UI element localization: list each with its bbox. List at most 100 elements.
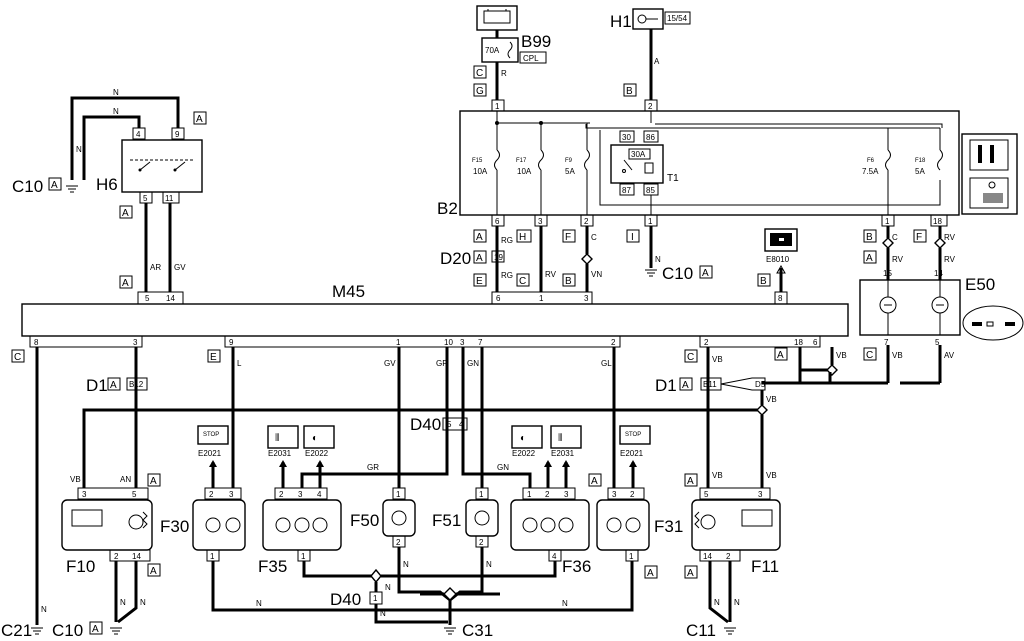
c11-label: C11 [686,621,716,640]
svg-text:⦀: ⦀ [558,433,562,444]
svg-text:7: 7 [478,338,483,347]
svg-text:10: 10 [444,338,453,347]
svg-text:F15: F15 [472,158,483,164]
fog-lamp-icon: ⦀ [267,425,299,449]
h6-label: H6 [96,175,118,194]
svg-text:D5: D5 [755,380,766,389]
b2-label: B2 [437,199,458,218]
svg-text:A: A [92,624,99,635]
c10-ground-label-h6: C10 [12,177,43,196]
svg-text:N: N [734,598,740,607]
svg-text:GV: GV [174,263,186,272]
d40-bottom-label: D40 [330,590,361,609]
svg-text:◐: ◐ [312,433,318,444]
svg-text:A: A [150,566,157,577]
svg-text:6: 6 [495,217,500,226]
b99-tag: CPL [523,54,539,63]
svg-text:2: 2 [630,490,635,499]
svg-text:N: N [403,560,409,569]
svg-text:9: 9 [229,338,234,347]
svg-text:GR: GR [367,463,379,472]
e2021-label-left: E2021 [198,449,222,458]
svg-text:1: 1 [495,102,500,111]
svg-text:A: A [777,350,784,361]
h6-box [121,139,203,193]
svg-text:A: A [591,476,598,487]
e50-box [859,279,961,336]
svg-text:N: N [562,599,568,608]
side-lamp-icon: ◐ [303,425,335,449]
switch-icon [130,159,195,172]
m45-bottom-pins: 8 3 9 1 10 3 7 2 2 18 6 [29,335,821,348]
svg-text:STOP: STOP [203,432,219,438]
svg-text:AV: AV [944,351,955,360]
m45-bar [21,303,849,337]
fuse-f9: F9 5A [565,132,590,215]
svg-text:C: C [476,68,483,79]
svg-text:N: N [655,255,661,264]
svg-text:1: 1 [539,294,544,303]
e50-label: E50 [965,275,995,294]
svg-text:2: 2 [648,102,653,111]
svg-text:2: 2 [584,217,589,226]
svg-text:B12: B12 [129,380,144,389]
svg-text:E: E [476,276,483,287]
svg-text:1: 1 [885,217,890,226]
svg-text:5: 5 [143,194,148,203]
svg-text:3: 3 [133,338,138,347]
ground-icon [66,185,78,193]
e2031-label-right: E2031 [551,449,575,458]
m45-label: M45 [332,282,365,301]
svg-text:2: 2 [726,552,731,561]
svg-text:30A: 30A [631,150,646,159]
svg-text:2: 2 [611,338,616,347]
lamp-icon [205,517,241,533]
svg-text:87: 87 [622,186,631,195]
svg-text:2: 2 [209,490,214,499]
svg-text:H: H [519,232,526,243]
svg-text:5: 5 [447,420,452,429]
lamp-icon [128,511,148,530]
c10-ground-label-f10: C10 [52,621,83,640]
lamp-icon [474,510,490,526]
lamp-icon [522,517,574,533]
svg-text:1: 1 [396,338,401,347]
svg-text:18: 18 [794,338,803,347]
svg-text:C: C [519,276,526,287]
svg-text:86: 86 [646,133,655,142]
relay-t1: 30 86 87 85 30A T1 [610,130,679,196]
svg-text:L: L [237,359,242,368]
side-lamp-icon: ◐ [511,425,543,449]
stop-lamp-icon: STOP [197,425,229,445]
svg-text:I: I [631,232,634,243]
svg-text:1: 1 [479,490,484,499]
e2031-label-left: E2031 [268,449,292,458]
b99-label: B99 [521,32,551,51]
f11-label: F11 [751,557,779,576]
svg-text:15: 15 [883,269,892,278]
svg-text:3: 3 [538,217,543,226]
battery-icon [476,5,518,31]
f10-label: F10 [66,557,95,576]
svg-text:5: 5 [704,490,709,499]
f50-label: F50 [350,511,379,530]
svg-text:F18: F18 [915,158,926,164]
ground-splice-diamond [370,568,382,584]
svg-text:3: 3 [229,490,234,499]
svg-text:A: A [687,476,694,487]
svg-text:VB: VB [712,471,723,480]
svg-text:3: 3 [612,490,617,499]
svg-text:2: 2 [479,538,484,547]
svg-text:85: 85 [646,186,655,195]
svg-text:A: A [196,114,203,125]
svg-text:14: 14 [703,552,712,561]
svg-text:F: F [916,232,922,243]
svg-text:6: 6 [496,294,501,303]
c31-label: C31 [462,621,493,640]
svg-text:19: 19 [494,253,503,262]
svg-text:A: A [687,568,694,579]
ground-icon [31,627,43,635]
svg-text:1: 1 [629,552,634,561]
svg-text:18: 18 [933,217,942,226]
